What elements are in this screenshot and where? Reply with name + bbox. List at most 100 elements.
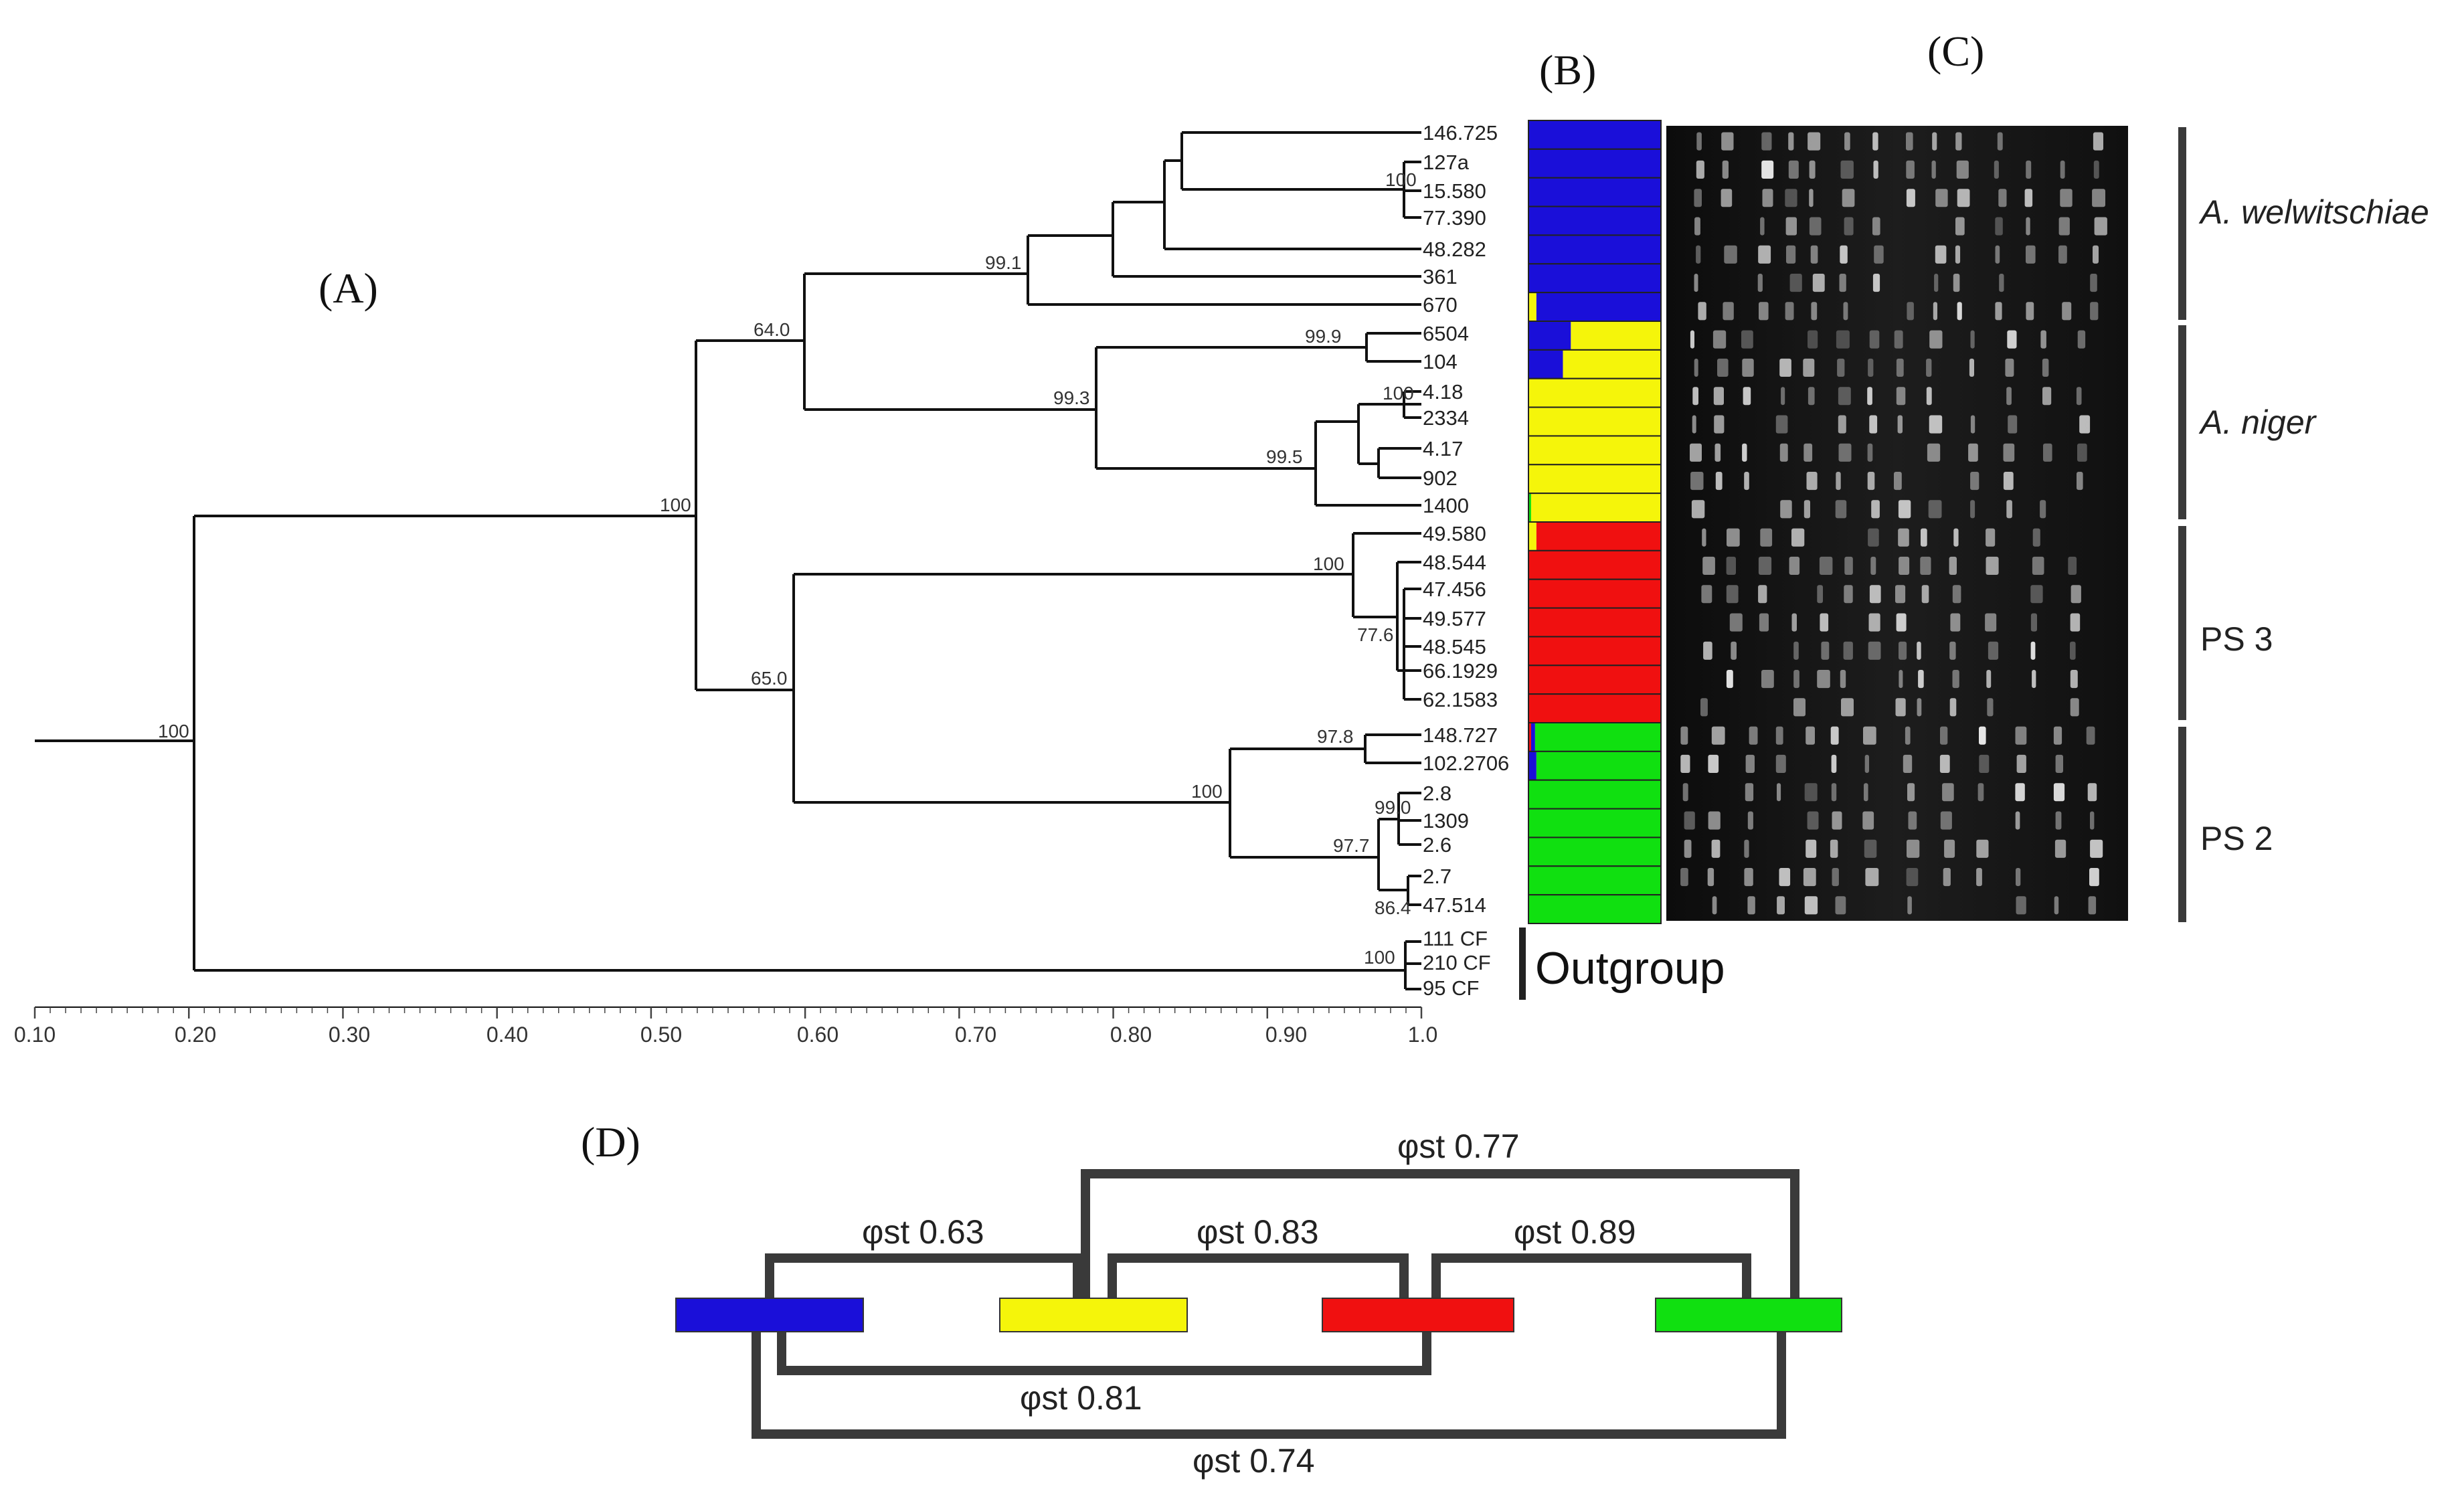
gel-band bbox=[1712, 896, 1717, 915]
gel-band bbox=[1806, 839, 1817, 858]
structure-bar-segment-green bbox=[1528, 895, 1661, 923]
gel-band bbox=[1832, 811, 1842, 830]
gel-band bbox=[1986, 528, 1996, 547]
phist-bracket-blue-yellow bbox=[765, 1253, 1082, 1298]
gel-band bbox=[1863, 726, 1876, 745]
gel-band bbox=[1898, 528, 1909, 547]
gel-band bbox=[2026, 217, 2030, 236]
gel-band bbox=[1896, 358, 1904, 377]
gel-band bbox=[1986, 670, 1992, 689]
gel-band bbox=[1896, 387, 1906, 406]
gel-band bbox=[1987, 698, 1994, 717]
gel-band bbox=[2070, 641, 2076, 660]
gel-band bbox=[2070, 613, 2081, 632]
gel-band bbox=[1808, 132, 1821, 151]
gel-band bbox=[1869, 330, 1880, 349]
leaf-label: 2.7 bbox=[1423, 865, 1451, 888]
gel-band bbox=[1749, 726, 1758, 745]
gel-band bbox=[1872, 274, 1880, 292]
gel-band bbox=[1906, 160, 1915, 179]
gel-band bbox=[1895, 585, 1906, 604]
gel-band bbox=[1952, 670, 1959, 689]
leaf-label: 361 bbox=[1423, 265, 1458, 288]
gel-band bbox=[1979, 754, 1990, 773]
gel-band bbox=[1969, 358, 1974, 377]
gel-band bbox=[1976, 839, 1989, 858]
gel-band bbox=[2077, 472, 2083, 491]
gel-band bbox=[1906, 132, 1913, 151]
gel-band bbox=[1775, 754, 1786, 773]
gel-band bbox=[2032, 670, 2036, 689]
leaf-labels: 146.725 127a 15.580 77.390 48.282 361 67… bbox=[1423, 121, 1509, 1000]
gel-band bbox=[1724, 245, 1737, 264]
gel-band bbox=[1917, 641, 1921, 660]
gel-band bbox=[1743, 387, 1751, 406]
phist-label-blue-yellow: φst 0.63 bbox=[862, 1213, 984, 1251]
gel-band bbox=[2053, 726, 2062, 745]
gel-band bbox=[1806, 726, 1815, 745]
group-label-niger: A. niger bbox=[2198, 404, 2317, 441]
gel-band bbox=[1789, 274, 1802, 292]
phist-label-yellow-green: φst 0.77 bbox=[1397, 1128, 1520, 1165]
gel-band bbox=[1721, 132, 1734, 151]
gel-band bbox=[1708, 754, 1719, 773]
gel-band bbox=[1838, 443, 1852, 462]
gel-band bbox=[2094, 217, 2107, 236]
gel-band bbox=[1906, 868, 1919, 887]
gel-band bbox=[1894, 472, 1902, 491]
gel-band bbox=[1835, 896, 1846, 915]
gel-band bbox=[1865, 868, 1879, 887]
gel-band bbox=[1870, 556, 1876, 575]
gel-band bbox=[1785, 189, 1797, 207]
structure-bar-segment-blue bbox=[1528, 149, 1661, 178]
gel-band bbox=[1690, 443, 1702, 462]
gel-band bbox=[1979, 726, 1986, 745]
gel-band bbox=[2043, 443, 2052, 462]
gel-band bbox=[1997, 132, 2003, 151]
gel-band bbox=[1897, 415, 1903, 434]
gel-band bbox=[1970, 500, 1975, 519]
gel-band bbox=[1920, 556, 1931, 575]
structure-bar-segment-yellow bbox=[1528, 522, 1536, 551]
gel-band bbox=[2079, 415, 2091, 434]
structure-bar-segment-yellow bbox=[1528, 292, 1536, 321]
gel-band bbox=[1715, 472, 1723, 491]
gel-band bbox=[1952, 585, 1961, 604]
axis-tick-label: 0.50 bbox=[640, 1023, 682, 1047]
gel-band bbox=[2087, 783, 2097, 802]
gel-band bbox=[1808, 387, 1815, 406]
gel-band bbox=[1793, 641, 1799, 660]
gel-band bbox=[1694, 189, 1702, 207]
gel-band bbox=[1928, 500, 1942, 519]
gel-band bbox=[1713, 387, 1724, 406]
support-values: 100 100 64.0 99.1 100 99.9 99.3 100 99.5… bbox=[158, 169, 1417, 968]
dendrogram: 100 100 64.0 99.1 100 99.9 99.3 100 99.5… bbox=[14, 121, 1509, 1047]
gel-band bbox=[1803, 443, 1813, 462]
gel-band bbox=[1758, 556, 1772, 575]
gel-band bbox=[1788, 132, 1794, 151]
gel-band bbox=[1775, 726, 1783, 745]
axis-tick-label: 0.30 bbox=[329, 1023, 370, 1047]
gel-band bbox=[1840, 670, 1846, 689]
group-label-welwitschiae: A. welwitschiae bbox=[2198, 193, 2429, 231]
gel-band bbox=[1779, 868, 1791, 887]
gel-band bbox=[1867, 472, 1875, 491]
gel-band bbox=[1791, 613, 1797, 632]
leaf-label: 2.8 bbox=[1423, 782, 1451, 805]
gel-band bbox=[1844, 585, 1853, 604]
gel-band bbox=[1838, 387, 1851, 406]
support-value: 100 bbox=[1383, 383, 1414, 404]
phist-brackets bbox=[752, 1169, 1799, 1439]
gel-band bbox=[1696, 245, 1701, 264]
gel-band bbox=[1817, 585, 1823, 604]
gel-band bbox=[1747, 811, 1753, 830]
gel-band bbox=[1684, 839, 1692, 858]
gel-band bbox=[1820, 613, 1829, 632]
leaf-label: 2334 bbox=[1423, 406, 1469, 430]
gel-bands bbox=[1680, 132, 2107, 915]
structure-bar-segment-yellow bbox=[1563, 349, 1661, 379]
gel-band bbox=[1995, 217, 2003, 236]
gel-band bbox=[1741, 330, 1753, 349]
gel-band bbox=[2070, 698, 2079, 717]
structure-bar-segment-blue bbox=[1528, 206, 1661, 236]
